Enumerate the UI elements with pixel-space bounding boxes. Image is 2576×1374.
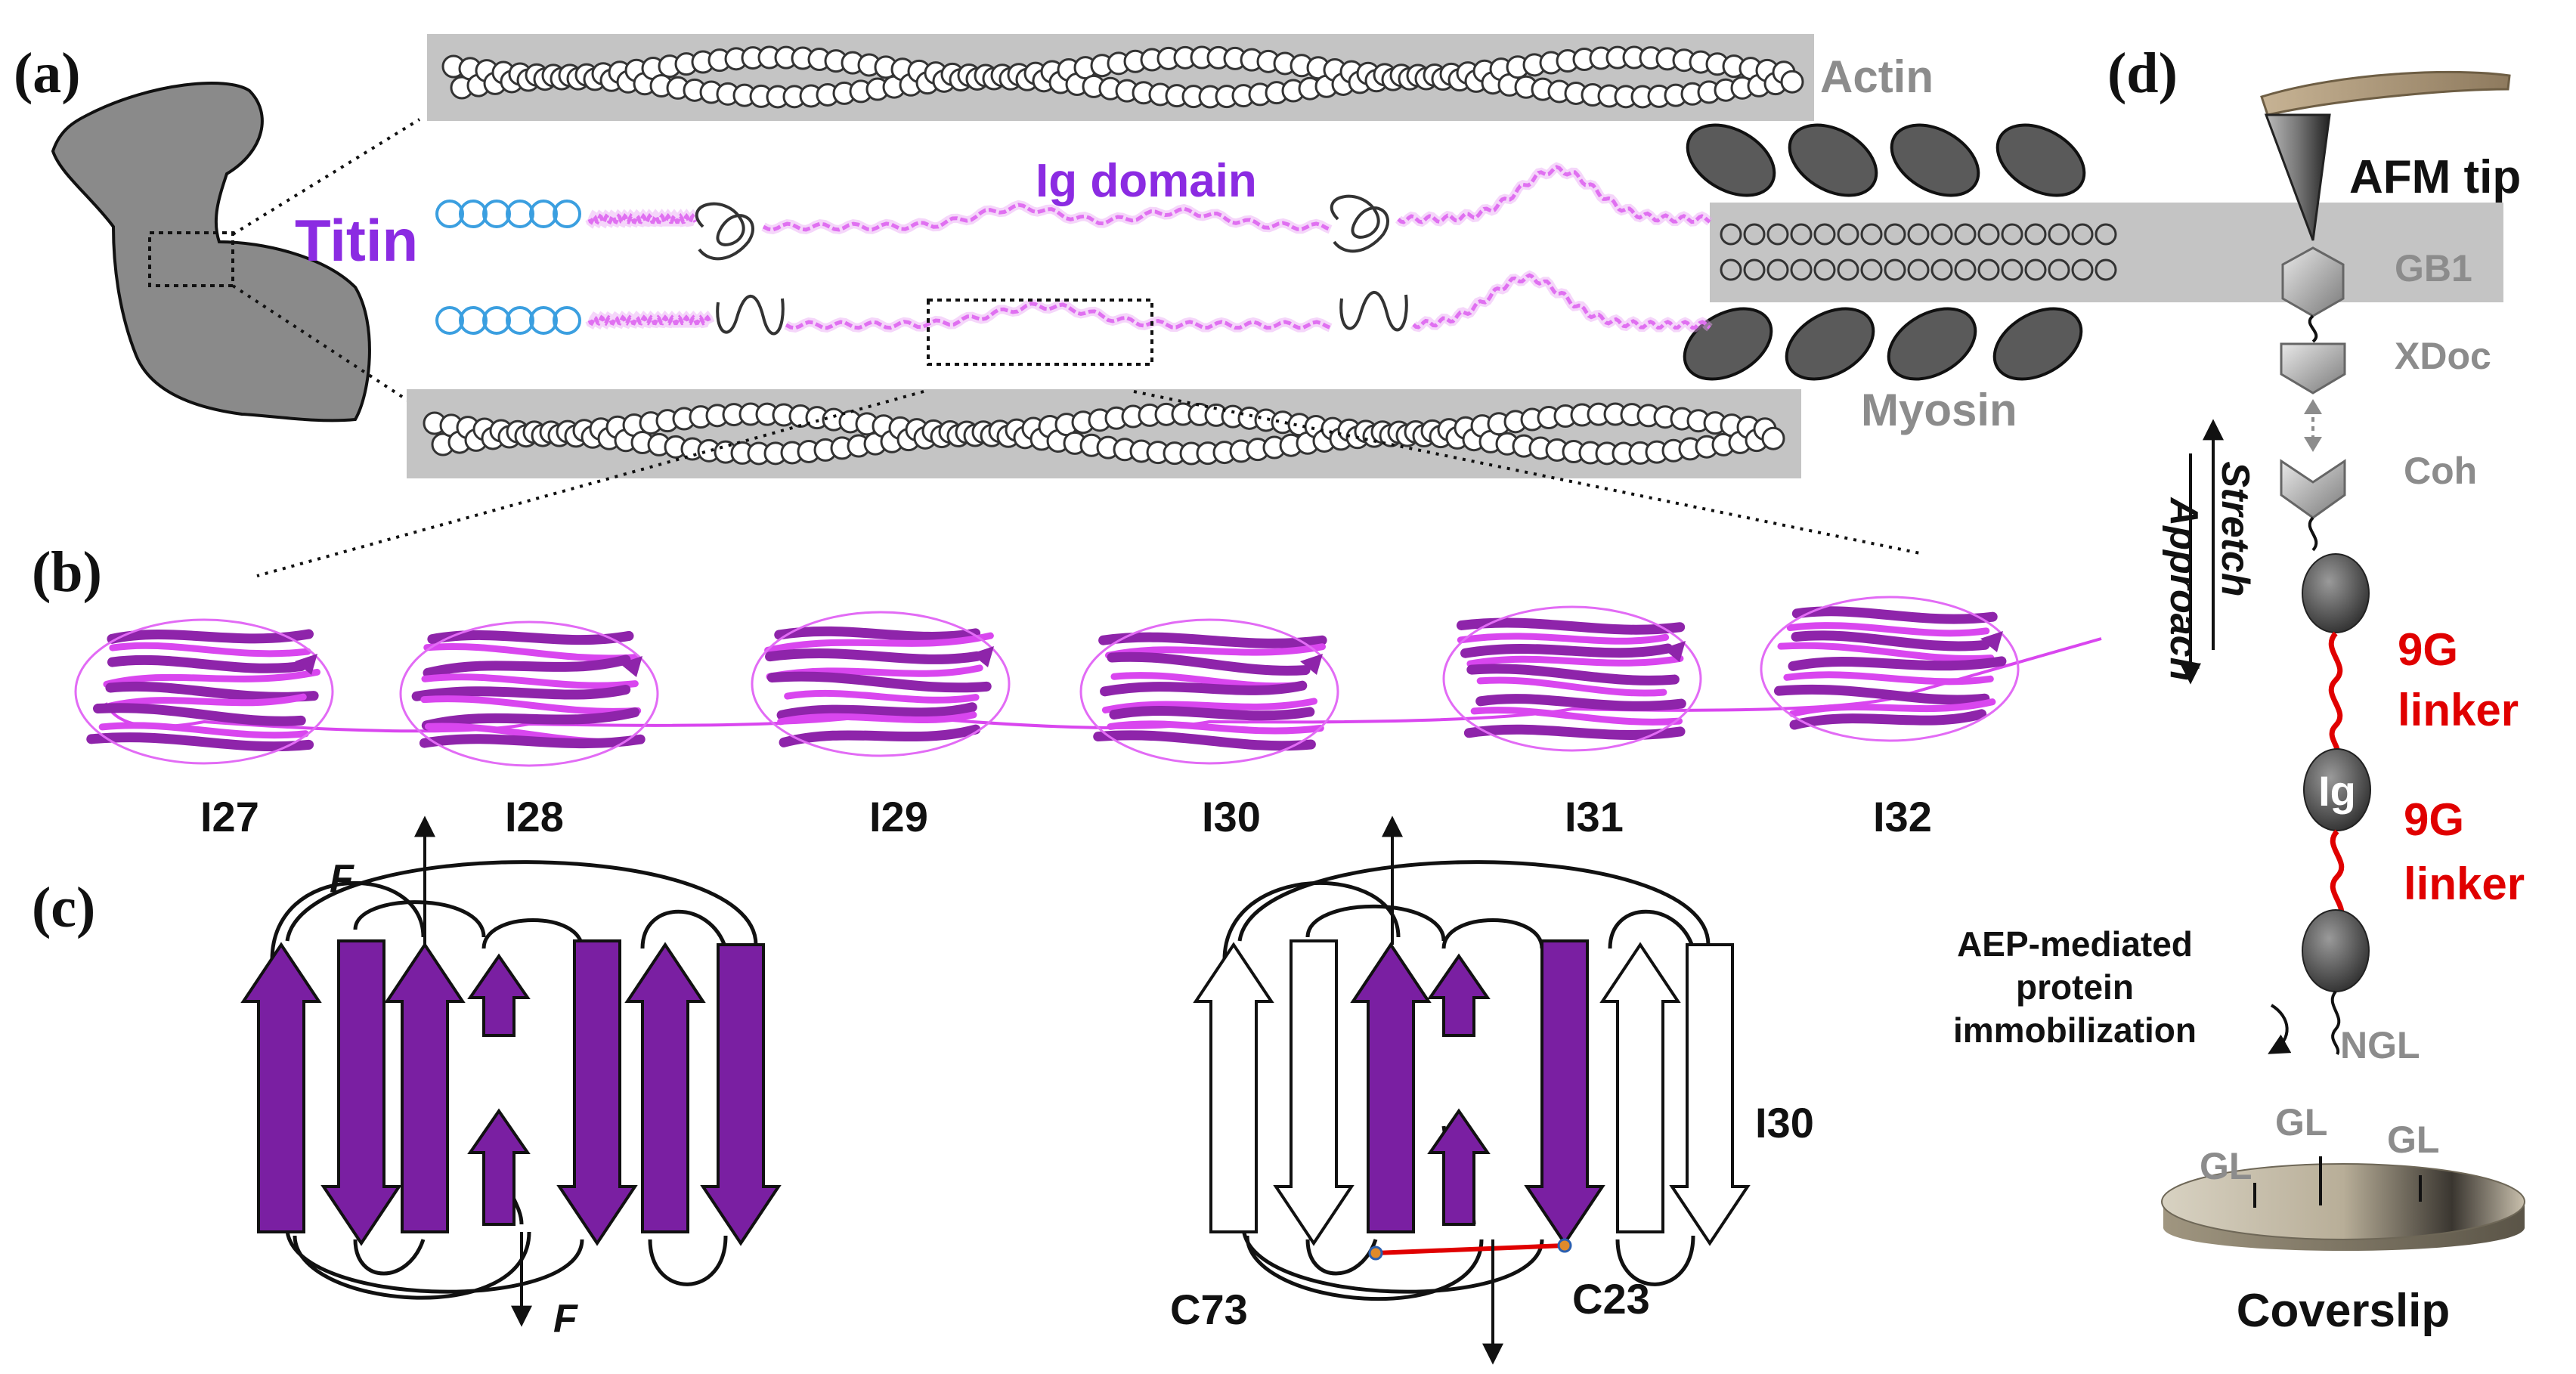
strand-left-5 <box>467 1108 531 1226</box>
ig-zoom-line-right <box>1133 390 1921 555</box>
domain-label-i28: I28 <box>505 793 564 840</box>
strand-left-6 <box>556 939 638 1246</box>
ngl-label: NGL <box>2340 1024 2420 1066</box>
panel-label-b: (b) <box>32 540 102 604</box>
panel-label-a: (a) <box>14 42 81 105</box>
panel-label-d: (d) <box>2107 42 2178 105</box>
myosin-filament <box>1683 123 2503 381</box>
aep-line-2: protein <box>2016 967 2134 1007</box>
strand-right-5 <box>1427 1108 1491 1226</box>
muscle-silhouette <box>51 82 371 422</box>
coh-label: Coh <box>2404 450 2477 492</box>
c23-label: C23 <box>1572 1275 1650 1323</box>
muscle-zoom-box <box>148 231 234 287</box>
aep-line-3: immobilization <box>1953 1010 2197 1050</box>
xdoc-label: XDoc <box>2395 335 2491 377</box>
ig-zoom-box <box>927 299 1153 366</box>
stretch-approach-arrows: Stretch Approach <box>2162 419 2257 685</box>
strand-left-4 <box>467 953 531 1037</box>
afm-cantilever <box>2260 70 2511 116</box>
approach-label: Approach <box>2162 497 2206 682</box>
linker-label-top: linker <box>2398 685 2519 735</box>
disulfide-bond <box>1375 1243 1565 1255</box>
afm-tip-label: AFM tip <box>2349 151 2521 203</box>
9g-linker-top <box>2328 631 2343 758</box>
aep-line-1: AEP-mediated <box>1957 924 2193 964</box>
strand-right-8 <box>1669 943 1751 1246</box>
cys-c73-dot <box>1368 1246 1383 1261</box>
protein-bead-bottom <box>2302 909 2370 992</box>
coh-linker <box>2308 516 2318 552</box>
gb1-linker <box>2308 314 2318 343</box>
strand-right-3 <box>1350 942 1432 1233</box>
linker-label-bottom: linker <box>2404 859 2525 909</box>
stretch-label: Stretch <box>2213 461 2257 596</box>
gl-label-left: GL <box>2200 1145 2252 1187</box>
coverslip <box>2161 1156 2525 1251</box>
titin-label: Titin <box>295 207 418 274</box>
domain-label-i31: I31 <box>1565 793 1624 840</box>
domain-label-i32: I32 <box>1873 793 1932 840</box>
force-label-bottom-left: F <box>553 1297 578 1341</box>
domain-label-i29: I29 <box>869 793 928 840</box>
gl-label-middle: GL <box>2275 1101 2327 1143</box>
strand-right-6 <box>1524 939 1605 1246</box>
actin-filament-top <box>427 34 1814 121</box>
panel-label-c: (c) <box>32 876 95 939</box>
strand-left-8 <box>700 943 782 1246</box>
zoom-line-bottom <box>231 284 421 410</box>
strand-right-7 <box>1599 942 1681 1233</box>
ig-zoom-line-left <box>256 390 924 577</box>
coh-shape <box>2280 459 2346 519</box>
actin-filament-bottom <box>407 389 1801 478</box>
titin-ig-strands <box>585 162 1713 333</box>
9g-label-bottom: 9G <box>2404 794 2464 845</box>
coverslip-label: Coverslip <box>2237 1285 2451 1337</box>
cys-c23-dot <box>1557 1238 1572 1253</box>
domain-labels: I27 I28 I29 I30 I31 I32 <box>200 793 1932 840</box>
actin-label: Actin <box>1820 51 1934 102</box>
force-label-top-left: F <box>330 857 355 901</box>
xdoc-shape <box>2280 342 2346 395</box>
ig-domain-label: Ig domain <box>1036 155 1257 207</box>
gb1-label: GB1 <box>2395 247 2472 289</box>
strand-right-4 <box>1427 953 1491 1037</box>
topology-left: F F <box>240 815 782 1341</box>
binding-double-arrow <box>2304 399 2322 452</box>
protein-bead-top <box>2302 553 2370 633</box>
ig-bead-label: Ig <box>2318 767 2356 815</box>
ngl-tail <box>2330 990 2341 1056</box>
strand-left-7 <box>624 942 706 1233</box>
c73-label: C73 <box>1170 1286 1248 1333</box>
titin-z-disc-coils <box>435 200 581 335</box>
zoom-line-top <box>231 118 421 236</box>
domain-label-i30: I30 <box>1202 793 1261 840</box>
strand-right-1 <box>1193 942 1274 1233</box>
i30-topology-label: I30 <box>1755 1099 1814 1147</box>
topology-right: I30 C73 C23 <box>1170 815 1814 1365</box>
ig-bead <box>2303 748 2371 831</box>
domain-label-i27: I27 <box>200 793 259 840</box>
strand-left-3 <box>384 942 466 1233</box>
strand-left-1 <box>240 942 322 1233</box>
strand-right-2 <box>1273 939 1355 1246</box>
ig-domain-ribbons <box>74 596 2102 767</box>
aep-annotation: AEP-mediated protein immobilization <box>1953 924 2197 1050</box>
titin-unfolded-segments <box>695 194 1408 336</box>
9g-label-top: 9G <box>2398 624 2458 675</box>
aep-curved-arrow <box>2268 1004 2292 1054</box>
gl-label-right: GL <box>2387 1119 2439 1161</box>
myosin-label: Myosin <box>1861 385 2017 435</box>
afm-tip <box>2264 113 2331 241</box>
strand-left-2 <box>320 939 402 1246</box>
